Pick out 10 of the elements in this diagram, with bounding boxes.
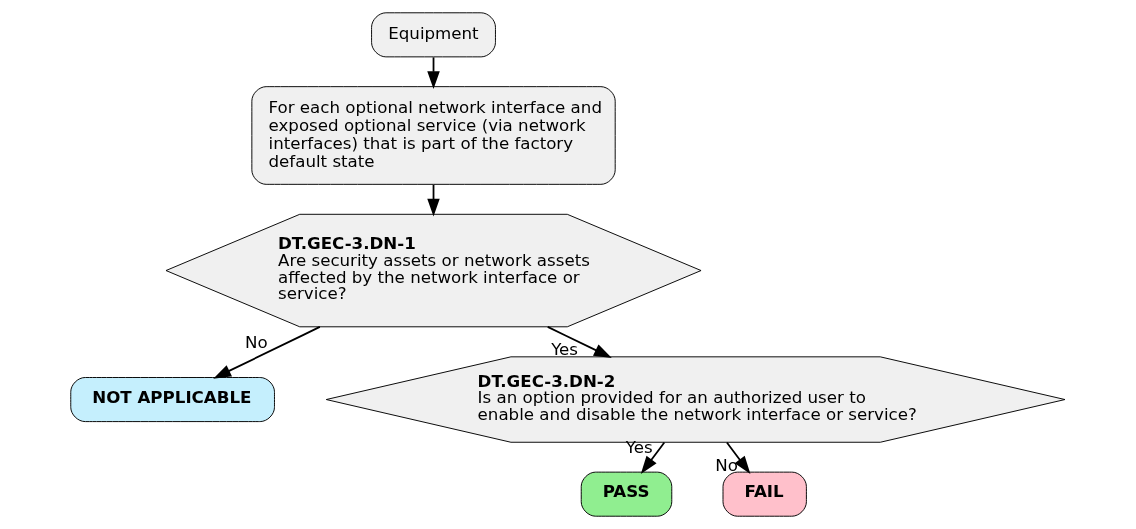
node-box: PASS <box>580 471 673 517</box>
node-box: FAIL <box>722 471 807 517</box>
edge-label: No <box>245 332 268 352</box>
node-box: For each optional network interface and exposed optional service (via network interfaces) that is part of the factory default state <box>251 86 616 185</box>
node-box: NOT APPLICABLE <box>70 377 275 423</box>
arrow <box>546 326 612 358</box>
arrow <box>640 441 666 474</box>
arrow <box>213 326 321 379</box>
arrow <box>726 441 751 474</box>
node-box: Equipment <box>371 12 496 58</box>
